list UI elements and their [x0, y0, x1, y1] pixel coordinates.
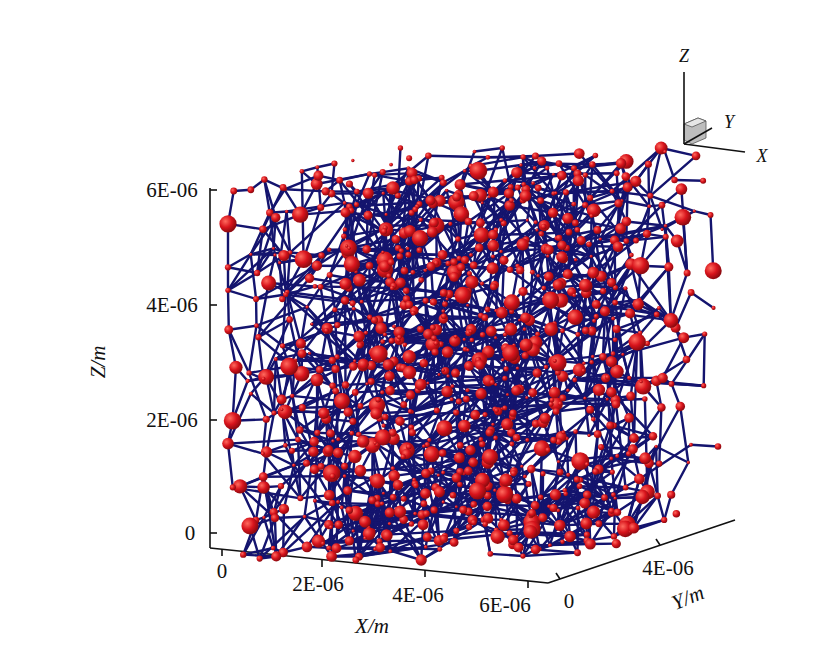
throat-line: [228, 444, 233, 488]
throat-line: [340, 174, 370, 180]
throat-line: [255, 299, 258, 326]
throat-line: [385, 180, 414, 228]
throat-line: [281, 463, 307, 486]
throat-line: [302, 391, 335, 408]
z-axis: [209, 188, 211, 548]
throat-line: [426, 478, 456, 514]
throat-line: [383, 437, 426, 493]
throat-line: [302, 167, 317, 171]
throat-line: [490, 554, 523, 556]
throat-line: [650, 196, 662, 230]
throat-line: [490, 432, 559, 441]
throat-line: [519, 508, 554, 548]
throat-line: [263, 475, 332, 478]
throat-line: [475, 148, 503, 152]
throat-line: [400, 512, 421, 560]
throat-line: [536, 550, 578, 553]
throat-line: [228, 254, 251, 267]
throat-line: [493, 233, 541, 236]
throat-line: [523, 508, 554, 556]
throat-line: [249, 373, 266, 419]
throat-line: [249, 326, 256, 373]
throat-line: [526, 397, 529, 440]
throat-line: [380, 548, 440, 550]
throat-line: [307, 287, 321, 307]
throat-line: [390, 513, 422, 560]
throat-line: [412, 392, 447, 412]
throat-line: [471, 318, 526, 332]
throat-line: [426, 471, 468, 514]
throat-line: [228, 290, 256, 299]
throat-line: [456, 478, 463, 510]
throat-line: [256, 307, 307, 326]
throat-line: [536, 154, 580, 156]
throat-line: [321, 287, 328, 329]
throat-lines: [228, 148, 718, 560]
throat-line: [353, 288, 392, 303]
throat-line: [385, 181, 409, 228]
throat-line: [559, 162, 592, 165]
throat-line: [488, 518, 519, 547]
throat-line: [460, 180, 505, 184]
throat-line: [514, 424, 536, 471]
throat-line: [327, 318, 370, 329]
throat-line: [315, 286, 392, 288]
throat-line: [317, 174, 370, 184]
throat-line: [409, 293, 444, 305]
throat-line: [275, 517, 305, 518]
throat-line: [290, 203, 345, 253]
throat-line: [574, 163, 621, 168]
throat-line: [461, 267, 510, 270]
throat-line: [284, 256, 286, 295]
throat-line: [283, 295, 286, 346]
throat-line: [493, 193, 509, 234]
throat-line: [474, 200, 512, 265]
throat-line: [274, 359, 276, 413]
throat-line: [285, 189, 326, 191]
throat-line: [351, 188, 393, 210]
throat-line: [383, 168, 409, 172]
throat-line: [488, 156, 536, 157]
throat-line: [349, 456, 355, 510]
throat-line: [301, 344, 336, 370]
throat-line: [251, 254, 256, 299]
throat-line: [286, 266, 317, 295]
throat-line: [264, 180, 275, 218]
throat-line: [533, 174, 553, 183]
axes: [210, 188, 735, 588]
axis-triad: [684, 72, 745, 152]
throat-line: [461, 221, 468, 267]
throat-line: [227, 290, 230, 329]
throat-line: [335, 309, 354, 310]
throat-line: [409, 305, 433, 328]
throat-line: [282, 509, 285, 553]
throat-line: [349, 184, 384, 231]
throat-line: [428, 156, 488, 158]
throat-line: [360, 471, 389, 524]
